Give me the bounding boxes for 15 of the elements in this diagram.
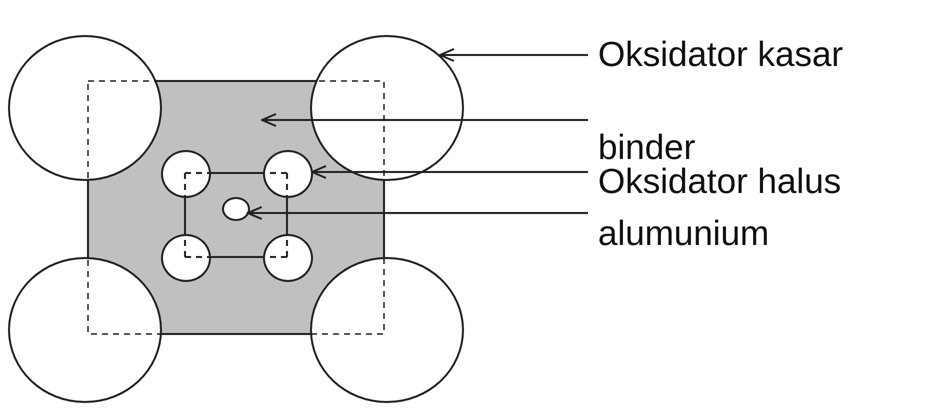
particle-circle (161, 234, 211, 282)
particle-circle (222, 197, 250, 221)
lattice-line (184, 197, 186, 233)
lattice-line (286, 197, 288, 233)
part-label: Oksidator kasar (598, 35, 928, 75)
part-label: alumunium (598, 214, 928, 254)
lattice-line (210, 172, 262, 174)
leader-line (310, 165, 588, 179)
leader-line (261, 113, 588, 127)
lattice-line (210, 256, 262, 258)
leader-line (246, 206, 588, 220)
particle-circle (263, 150, 313, 198)
particle-circle (161, 150, 211, 198)
leader-line (438, 48, 588, 62)
particle-circle (263, 234, 313, 282)
